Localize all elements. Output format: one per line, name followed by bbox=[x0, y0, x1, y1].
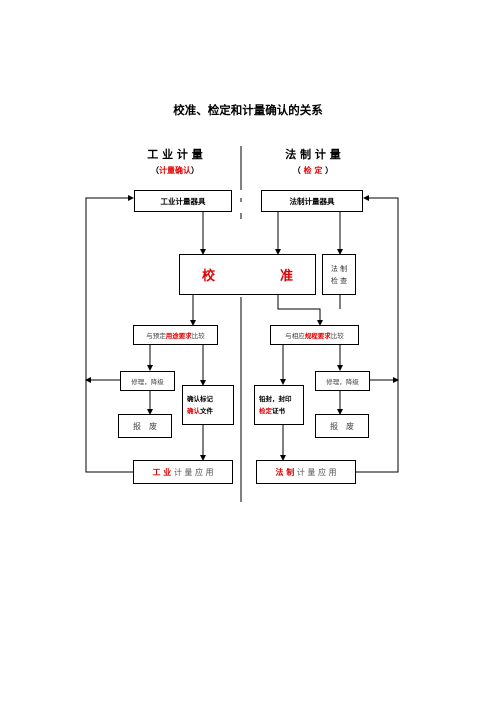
right-heading: 法 制 计 量 bbox=[285, 148, 341, 161]
legal-term: 法 制 bbox=[275, 467, 295, 477]
industrial-instrument-box: 工业计量器具 bbox=[134, 190, 232, 212]
left-repair-box: 修理，降级 bbox=[120, 371, 175, 391]
left-subheading-term: 计量确认 bbox=[159, 166, 191, 175]
right-repair-box: 修理，降级 bbox=[315, 371, 370, 391]
confirm-term: 确认 bbox=[187, 407, 200, 415]
left-compare-term: 用途要求 bbox=[165, 332, 192, 340]
page-title: 校准、检定和计量确认的关系 bbox=[173, 103, 323, 117]
calibration-box: 校 准 bbox=[179, 254, 316, 295]
left-compare-box: 与预定用途要求比较 bbox=[133, 325, 218, 345]
legal-application-box: 法 制 计 量 应 用 bbox=[256, 460, 356, 484]
industrial-term: 工 业 bbox=[152, 467, 172, 477]
verification-term: 检定 bbox=[259, 407, 272, 415]
right-subheading-term: 检 定 bbox=[303, 166, 323, 175]
confirm-mark-box: 确认标记 确认文件 bbox=[182, 385, 234, 425]
right-scrap-box: 报 废 bbox=[315, 414, 369, 438]
left-scrap-box: 报 废 bbox=[118, 414, 172, 438]
calibration-char-left: 校 bbox=[202, 269, 216, 284]
legal-instrument-box: 法制计量器具 bbox=[261, 190, 363, 212]
seal-certificate-box: 铅封，封印 检定证书 bbox=[254, 385, 304, 425]
right-subheading: （ 检 定 ） bbox=[292, 166, 334, 175]
right-compare-box: 与相应规程要求比较 bbox=[270, 325, 359, 345]
right-compare-term: 规程要求 bbox=[304, 332, 331, 340]
calibration-char-right: 准 bbox=[279, 269, 293, 284]
left-heading: 工 业 计 量 bbox=[147, 148, 203, 161]
industrial-application-box: 工 业 计 量 应 用 bbox=[133, 460, 233, 484]
legal-check-box: 法 制 检 查 bbox=[322, 254, 356, 295]
left-subheading: （计量确认） bbox=[151, 166, 199, 175]
